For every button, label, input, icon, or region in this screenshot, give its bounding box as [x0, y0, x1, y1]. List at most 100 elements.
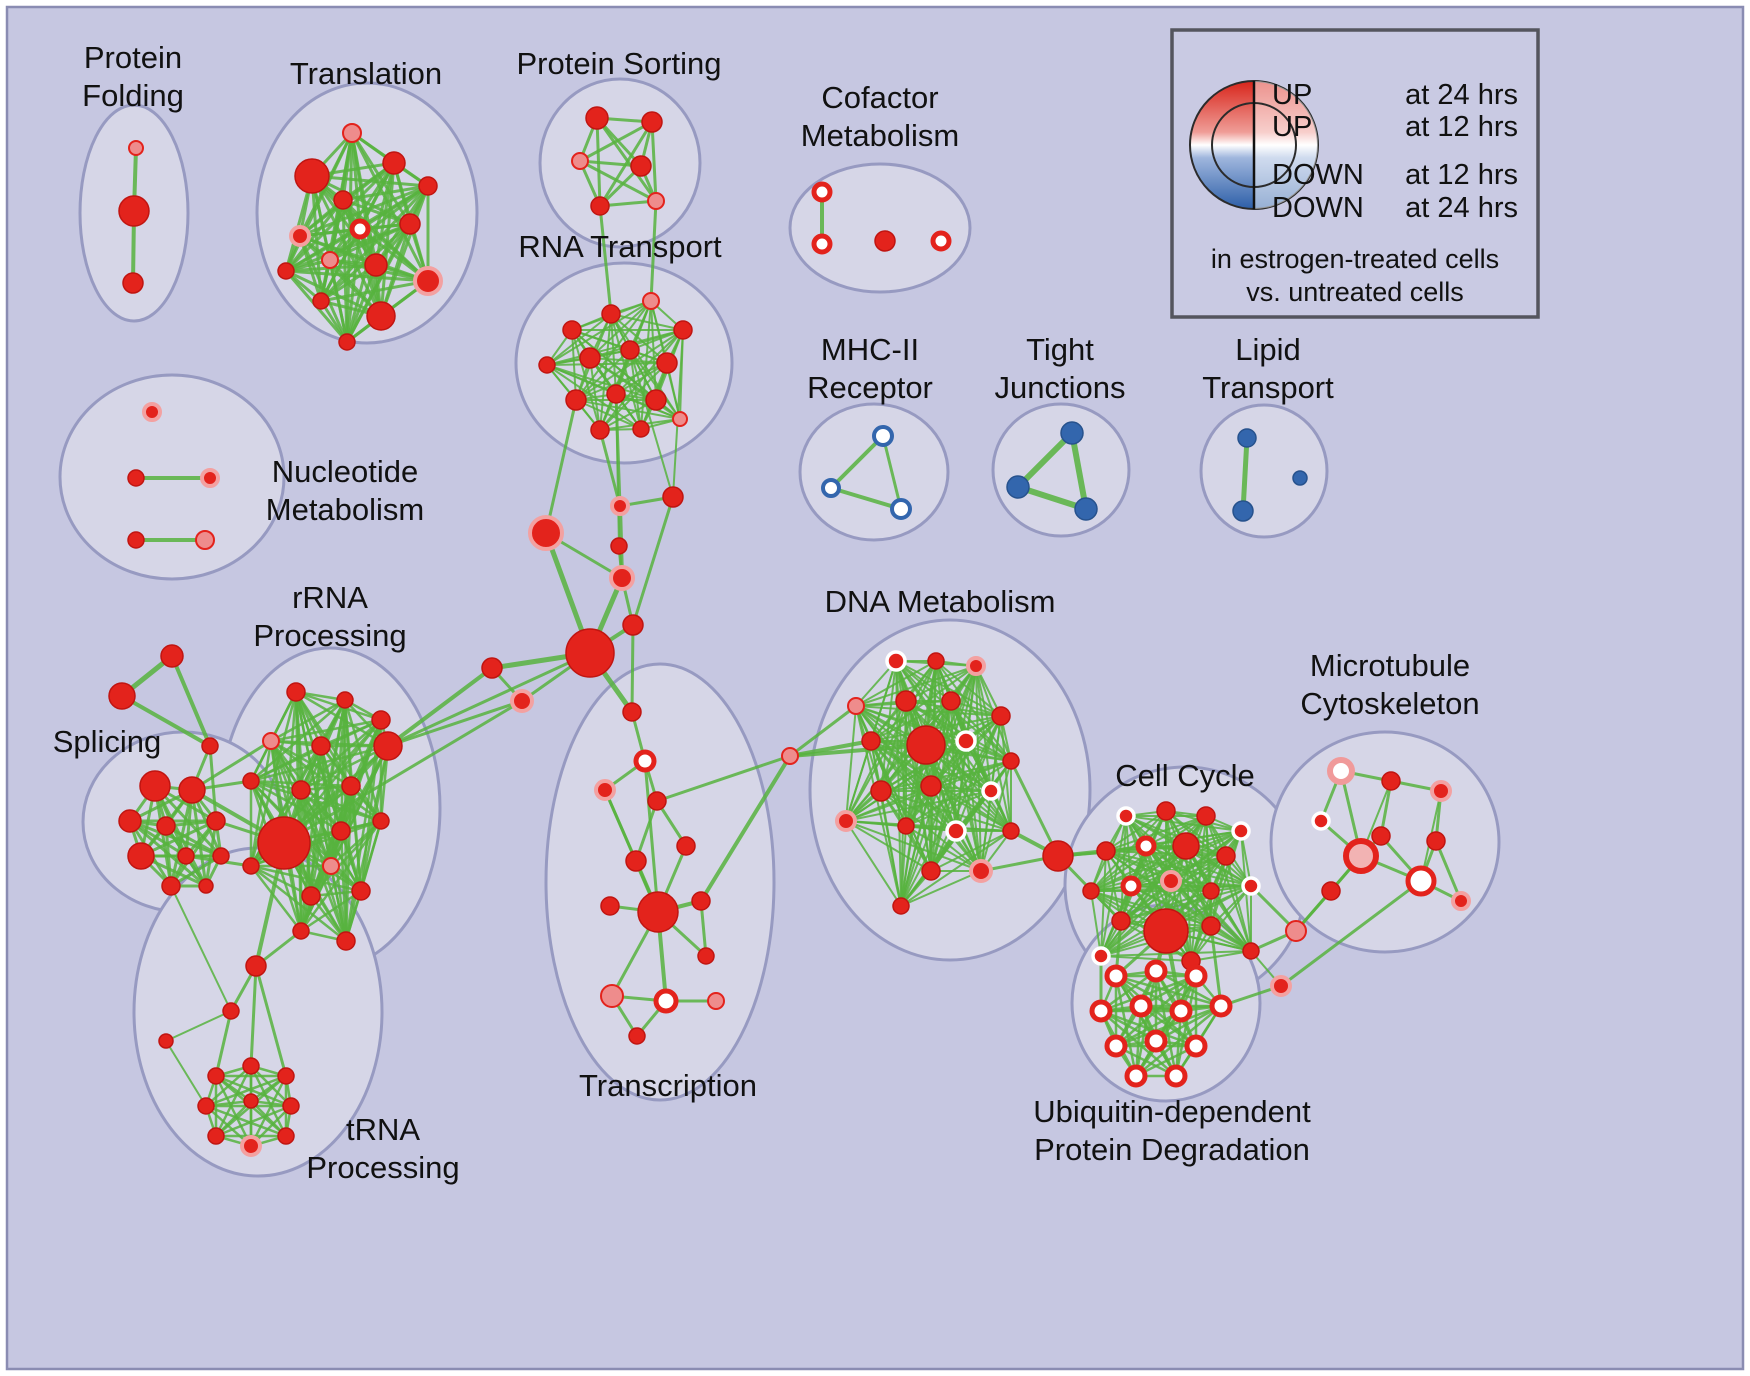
- network-node: [282, 1097, 300, 1115]
- network-node: [920, 775, 942, 797]
- network-node: [242, 857, 260, 875]
- network-node: [637, 891, 679, 933]
- network-node: [1006, 475, 1030, 499]
- network-edge: [589, 300, 652, 359]
- network-node: [108, 682, 136, 710]
- network-edge: [845, 820, 932, 872]
- cluster-label-translation: Translation: [290, 56, 442, 91]
- network-node: [647, 192, 665, 210]
- network-node: [781, 747, 799, 765]
- network-node: [200, 468, 220, 488]
- network-edge: [1105, 815, 1207, 852]
- cluster-label-dna-metabolism: DNA Metabolism: [825, 584, 1056, 619]
- network-node: [257, 816, 311, 870]
- legend-up-12-label: UP: [1272, 111, 1312, 143]
- network-node: [206, 811, 226, 831]
- network-node: [127, 842, 155, 870]
- network-node: [1184, 1034, 1208, 1058]
- network-node: [945, 820, 967, 842]
- network-node: [811, 233, 833, 255]
- network-edge: [603, 788, 660, 914]
- network-edge: [1090, 855, 1227, 892]
- network-node: [311, 736, 331, 756]
- network-edge: [900, 870, 982, 907]
- network-node: [262, 732, 280, 750]
- network-node: [641, 111, 663, 133]
- network-edge: [299, 744, 390, 792]
- network-edge: [1225, 855, 1252, 952]
- network-node: [1156, 801, 1176, 821]
- network-node: [1231, 821, 1251, 841]
- network-edge: [249, 864, 313, 898]
- network-node: [277, 1067, 295, 1085]
- network-edge: [1015, 430, 1075, 490]
- network-node: [565, 389, 587, 411]
- network-edge: [930, 740, 967, 872]
- network-node: [600, 984, 624, 1008]
- legend-down-24-label: DOWN: [1272, 192, 1364, 224]
- network-node: [969, 859, 993, 883]
- network-edge: [1105, 810, 1167, 852]
- network-node: [139, 770, 171, 802]
- network-edge: [578, 120, 654, 163]
- network-edge: [905, 790, 992, 827]
- network-node: [630, 155, 652, 177]
- legend-up-12-time: at 12 hrs: [1405, 111, 1518, 143]
- network-edge: [249, 744, 323, 783]
- legend-caption-line1: in estrogen-treated cells: [1211, 244, 1499, 274]
- network-node: [885, 650, 907, 672]
- cluster-label-cofactor-metabolism: Cofactor: [821, 80, 938, 115]
- network-node: [277, 262, 295, 280]
- network-node: [930, 230, 952, 252]
- network-edge: [214, 1074, 253, 1148]
- network-node: [622, 614, 644, 636]
- network-edge: [788, 743, 928, 758]
- cluster-lipid-transport: [1199, 403, 1329, 539]
- network-edge: [165, 1010, 232, 1042]
- network-edge: [1114, 1004, 1223, 1048]
- network-node: [364, 253, 388, 277]
- network-edge: [249, 964, 258, 1068]
- network-node: [118, 195, 150, 227]
- network-node: [647, 791, 667, 811]
- network-node: [590, 196, 610, 216]
- network-node: [333, 190, 353, 210]
- network-edge: [204, 1074, 288, 1108]
- cluster-label-rrna-processing: Processing: [253, 618, 406, 653]
- network-edge: [319, 184, 430, 303]
- network-node: [1116, 806, 1136, 826]
- network-edge: [905, 665, 977, 702]
- network-node: [645, 389, 667, 411]
- network-node: [600, 896, 620, 916]
- network-edge: [855, 705, 1002, 717]
- network-node: [118, 809, 142, 833]
- network-edge: [299, 718, 383, 792]
- network-edge: [845, 820, 902, 907]
- legend-up-24-time: at 24 hrs: [1405, 79, 1518, 111]
- network-edge: [204, 1104, 288, 1138]
- network-node: [895, 690, 917, 712]
- network-node: [625, 850, 647, 872]
- network-node: [1292, 470, 1308, 486]
- network-edge: [249, 864, 303, 933]
- network-edge: [629, 349, 642, 430]
- legend-faded-half-icon: [1254, 81, 1318, 209]
- network-edge: [546, 313, 612, 366]
- cluster-mhc-ii-receptor: [798, 402, 950, 542]
- network-node: [1169, 999, 1193, 1023]
- network-edge: [269, 698, 347, 743]
- network-edge: [544, 398, 578, 535]
- network-node: [122, 272, 144, 294]
- network-edge: [1100, 950, 1252, 957]
- network-node: [1209, 994, 1233, 1018]
- network-node: [811, 181, 833, 203]
- network-edge: [870, 740, 957, 832]
- network-edge: [699, 754, 792, 903]
- network-node: [1343, 838, 1379, 874]
- network-edge: [1145, 815, 1207, 847]
- network-node: [565, 628, 615, 678]
- network-edge: [900, 825, 907, 907]
- network-edge: [165, 1040, 207, 1107]
- cluster-label-lipid-transport: Transport: [1202, 370, 1334, 405]
- network-node: [158, 1033, 174, 1049]
